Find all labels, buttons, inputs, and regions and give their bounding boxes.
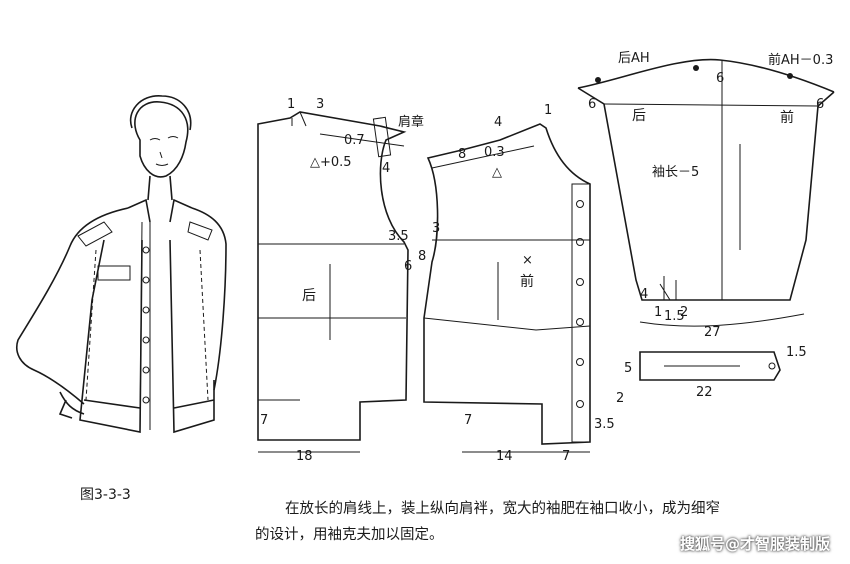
sleeve-mark-1.5: 1.5 xyxy=(664,309,685,324)
front-mark-8: 8 xyxy=(458,147,466,162)
sleeve-mark-27: 27 xyxy=(704,325,721,340)
front-bodice xyxy=(423,123,591,453)
back-armhole-label: 后AH xyxy=(618,51,650,66)
back-mark-18: 18 xyxy=(296,449,313,464)
cuff-mark-5: 5 xyxy=(624,361,632,376)
sleeve-mark-4: 4 xyxy=(640,287,648,302)
sleeve-mark-2: 2 xyxy=(680,305,688,320)
sleeve-mark-6-right: 6 xyxy=(816,97,824,112)
front-mark-1: 1 xyxy=(544,103,552,118)
figure-label: 图3-3-3 xyxy=(80,487,131,503)
epaulette-label: 肩章 xyxy=(398,114,424,130)
sleeve-front-name: 前 xyxy=(780,109,794,126)
front-mark-3.5: 3.5 xyxy=(594,417,615,432)
front-mark-14: 14 xyxy=(496,449,513,464)
front-mark-7: 7 xyxy=(464,413,472,428)
front-mark-4: 4 xyxy=(494,115,502,130)
front-piece-name: 前 xyxy=(520,273,534,290)
watermark: 搜狐号@才智服装制版 xyxy=(679,535,830,553)
front-armhole-label: 前AH－0.3 xyxy=(768,52,833,68)
sleeve-pattern xyxy=(577,58,835,327)
cuff-mark-2: 2 xyxy=(616,391,624,406)
fashion-sketch xyxy=(16,95,227,434)
sleeve-length-label: 袖长－5 xyxy=(652,165,699,180)
sleeve-back-name: 后 xyxy=(632,108,646,124)
caption: 在放长的肩线上，装上纵向肩袢，宽大的袖肥在袖口收小，成为细窄 的设计，用袖克夫加… xyxy=(255,496,815,548)
cuff-pattern xyxy=(639,351,781,381)
back-mark-3.5: 3.5 xyxy=(388,229,409,244)
back-bodice xyxy=(257,111,409,453)
back-mark-0.7: 0.7 xyxy=(344,133,365,148)
back-mark-7: 7 xyxy=(260,413,268,428)
sleeve-mark-6-left: 6 xyxy=(588,97,596,112)
back-mark-6: 6 xyxy=(404,259,412,274)
caption-line-1: 在放长的肩线上，装上纵向肩袢，宽大的袖肥在袖口收小，成为细窄 xyxy=(285,501,720,517)
cuff-mark-22: 22 xyxy=(696,385,713,400)
front-cross-mark: × xyxy=(522,253,533,268)
back-mark-3: 3 xyxy=(316,97,324,112)
front-mark-7b: 7 xyxy=(562,449,570,464)
sleeve-mark-6-top: 6 xyxy=(716,71,724,86)
front-mark-3: 3 xyxy=(432,221,440,236)
front-mark-8b: 8 xyxy=(418,249,426,264)
sleeve-mark-1: 1 xyxy=(654,305,662,320)
front-mark-0.3: 0.3 xyxy=(484,145,505,160)
back-mark-4: 4 xyxy=(382,161,390,176)
cuff-mark-1.5: 1.5 xyxy=(786,345,807,360)
caption-line-2: 的设计，用袖克夫加以固定。 xyxy=(255,527,444,543)
back-triangle-mark: △+0.5 xyxy=(310,155,352,170)
back-mark-1: 1 xyxy=(287,97,295,112)
front-triangle-mark: △ xyxy=(492,165,502,180)
back-piece-name: 后 xyxy=(302,288,316,304)
